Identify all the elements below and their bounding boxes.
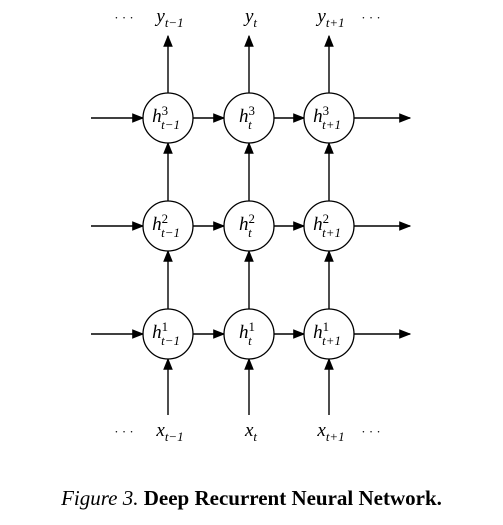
node-circle <box>142 92 194 144</box>
output-label: yt <box>243 6 257 30</box>
ellipsis-right-top: · · · <box>361 10 381 25</box>
node-circle <box>303 92 355 144</box>
node-circle <box>142 308 194 360</box>
node-circle <box>303 200 355 252</box>
node-circle <box>142 200 194 252</box>
node-circle <box>223 92 275 144</box>
ellipsis-right-bottom: · · · <box>361 424 381 439</box>
node-circle <box>223 200 275 252</box>
input-label: xt <box>244 420 257 444</box>
labels-group: yt−1 xt−1 · · · · · · yt xt yt+1 xt+1 · · · · · · <box>114 6 381 444</box>
ellipsis-left-bottom: · · · <box>114 424 134 439</box>
ellipsis-left-top: · · · <box>114 10 134 25</box>
caption-title: Deep Recurrent Neural Network. <box>143 486 442 510</box>
figure-caption: Figure 3. Deep Recurrent Neural Network. <box>0 486 503 511</box>
output-label: yt+1 <box>315 6 344 30</box>
output-label: yt−1 <box>154 6 183 30</box>
node-circle <box>303 308 355 360</box>
caption-label: Figure 3. <box>61 486 139 510</box>
edges-group <box>91 34 412 415</box>
input-label: xt+1 <box>316 420 344 444</box>
node-circle <box>223 308 275 360</box>
input-label: xt−1 <box>155 420 183 444</box>
